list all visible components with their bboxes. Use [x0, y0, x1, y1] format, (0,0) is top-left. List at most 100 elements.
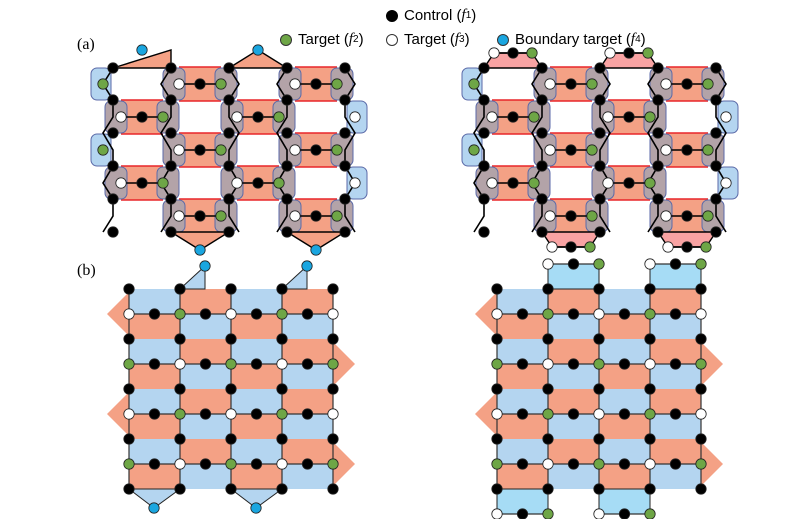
control-node — [669, 308, 682, 320]
control-node — [165, 226, 177, 238]
arrow-right — [333, 442, 355, 486]
control-node — [681, 144, 693, 156]
control-node — [516, 358, 529, 370]
control-node — [536, 193, 548, 205]
target-f3-node — [174, 458, 186, 470]
control-node — [565, 241, 577, 253]
target-f3-node — [593, 408, 605, 420]
control-node — [339, 127, 351, 139]
control-node — [199, 358, 212, 370]
boundary-node — [148, 502, 160, 514]
control-node — [194, 210, 206, 222]
control-node — [276, 483, 288, 495]
target-f3-node — [544, 210, 556, 222]
zigzag-edge — [715, 67, 727, 233]
target-f3-node — [660, 144, 672, 156]
boundary-triangle — [127, 488, 182, 509]
control-node — [652, 226, 664, 238]
control-node — [107, 160, 119, 172]
target-f2-node — [123, 358, 135, 370]
control-node — [327, 333, 339, 345]
control-node — [695, 433, 707, 445]
control-node — [478, 226, 490, 238]
legend-control-label: Control — [404, 7, 453, 24]
boundary-node — [250, 502, 262, 514]
target-f2-node — [700, 241, 712, 253]
target-f3-node — [542, 458, 554, 470]
boundary-triangle — [229, 488, 284, 509]
control-node — [594, 160, 606, 172]
target-f3-node — [349, 177, 361, 189]
boundary-node — [252, 44, 264, 56]
control-node — [652, 62, 664, 74]
target-f2-node — [642, 47, 654, 59]
target-f2-node — [331, 78, 343, 90]
control-node — [327, 483, 339, 495]
control-node — [652, 127, 664, 139]
target-f3-node — [289, 210, 301, 222]
control-node — [618, 508, 631, 519]
control-node — [199, 408, 212, 420]
control-node — [225, 333, 237, 345]
target-f2-node — [157, 177, 169, 189]
target-f3-node — [276, 358, 288, 370]
target-f2-node — [584, 241, 596, 253]
zigzag-edge — [473, 67, 485, 233]
control-node — [276, 383, 288, 395]
target-f2-node — [225, 358, 237, 370]
control-node — [618, 458, 631, 470]
target-f3-node — [602, 177, 614, 189]
target-f3-node — [662, 241, 674, 253]
control-node — [194, 144, 206, 156]
zigzag-edge — [647, 67, 659, 233]
control-node — [107, 193, 119, 205]
control-node — [593, 433, 605, 445]
target-f2-node — [644, 308, 656, 320]
target-f2-node — [273, 177, 285, 189]
control-node — [223, 62, 235, 74]
control-node — [339, 226, 351, 238]
target-f2-node — [273, 111, 285, 123]
control-node — [165, 160, 177, 172]
target-f2-node — [702, 210, 714, 222]
control-node — [618, 408, 631, 420]
control-node — [695, 483, 707, 495]
target-f3-node — [173, 78, 185, 90]
target-f3-node — [604, 47, 616, 59]
control-dot-icon — [386, 9, 398, 22]
control-node — [536, 160, 548, 172]
control-node — [618, 358, 631, 370]
control-node — [593, 483, 605, 495]
target-f3-node — [327, 408, 339, 420]
control-node — [225, 383, 237, 395]
control-node — [491, 383, 503, 395]
control-node — [623, 111, 635, 123]
target-f3-node — [491, 508, 503, 519]
legend-target-f3-label: Target — [404, 31, 446, 48]
arrow-right — [701, 442, 723, 486]
target-f3-node — [660, 210, 672, 222]
control-node — [223, 193, 235, 205]
target-f2-node — [695, 358, 707, 370]
control-node — [301, 458, 314, 470]
control-node — [478, 127, 490, 139]
control-node — [594, 193, 606, 205]
boundary-triangle — [226, 49, 290, 69]
control-node — [478, 94, 490, 106]
control-node — [478, 62, 490, 74]
target-f2-node — [491, 458, 503, 470]
control-node — [594, 226, 606, 238]
control-node — [593, 333, 605, 345]
control-node — [478, 160, 490, 172]
target-f2-node — [215, 210, 227, 222]
target-f2-node — [215, 144, 227, 156]
control-node — [594, 127, 606, 139]
control-node — [165, 94, 177, 106]
zigzag-edge — [344, 67, 356, 233]
boundary-node — [310, 244, 322, 256]
target-f3-node — [123, 408, 135, 420]
control-node — [567, 458, 580, 470]
green-dot-icon — [280, 33, 292, 46]
control-node — [174, 383, 186, 395]
control-node — [310, 210, 322, 222]
